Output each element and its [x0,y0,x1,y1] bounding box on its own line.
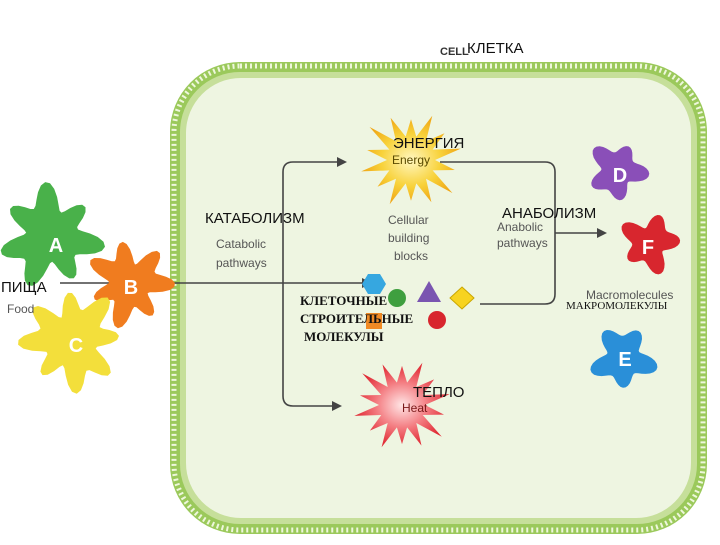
energy-to-anabolic-line [440,161,556,233]
catabolic-pathways-en: pathways [216,256,267,270]
heat-label-ru: ТЕПЛО [413,384,465,401]
blocks-label-ru-2: СТРОИТЕЛЬНЫЕ [300,311,414,326]
catabolic-up-arrow [282,157,347,283]
cellular-label-en: Cellular [388,213,429,227]
blocks-label-ru-3: МОЛЕКУЛЫ [304,329,384,344]
catabolism-label-ru: КАТАБОЛИЗМ [205,210,305,227]
blob-letter-f: F [642,237,654,259]
blocks-label-ru-1: КЛЕТОЧНЫЕ [300,293,388,308]
food-blob-b [90,241,175,329]
anabolic-label-en: Anabolic [497,220,544,234]
blob-letter-c: C [69,335,83,357]
energy-label-ru: ЭНЕРГИЯ [393,135,465,152]
food-blob-c [18,292,120,394]
energy-label-en: Energy [392,153,431,167]
macro-blob-f [621,215,681,275]
catabolic-label-en: Catabolic [216,237,267,251]
anabolic-pathways-en: pathways [497,236,548,250]
building-block-shapes [362,274,475,329]
green-circle [388,289,406,307]
energy-star [361,115,461,205]
macro-label-ru: МАКРОМОЛЕКУЛЫ [566,300,668,312]
food-label-ru: ПИЩА [1,279,47,296]
purple-triangle [417,281,441,302]
macro-blob-d [591,146,650,201]
catabolic-down-arrow [282,283,342,411]
anabolism-label-ru: АНАБОЛИЗМ [502,205,597,222]
cell-word-ru: КЛЕТКА [467,40,524,57]
food-blob-a [0,182,106,286]
macro-label-en: Macromolecules [586,288,674,302]
blob-letter-d: D [613,165,627,187]
food-label-en: Food [7,302,35,316]
blob-letter-e: E [618,349,631,371]
blob-letter-b: B [124,277,138,299]
red-circle [428,311,446,329]
cell-word-en: CELL [440,46,469,58]
heat-star [354,362,450,448]
cell-membrane-stripes [171,63,706,533]
orange-square [366,313,382,329]
blocks-label-en: blocks [394,249,429,263]
yellow-diamond [449,286,475,310]
blue-hexagon [362,274,386,294]
blob-letter-a: A [49,235,63,257]
blocks-to-anabolic-line [480,233,556,305]
heat-label-en: Heat [402,401,428,415]
macro-blob-e [590,330,658,388]
building-label-en: building [388,231,430,245]
